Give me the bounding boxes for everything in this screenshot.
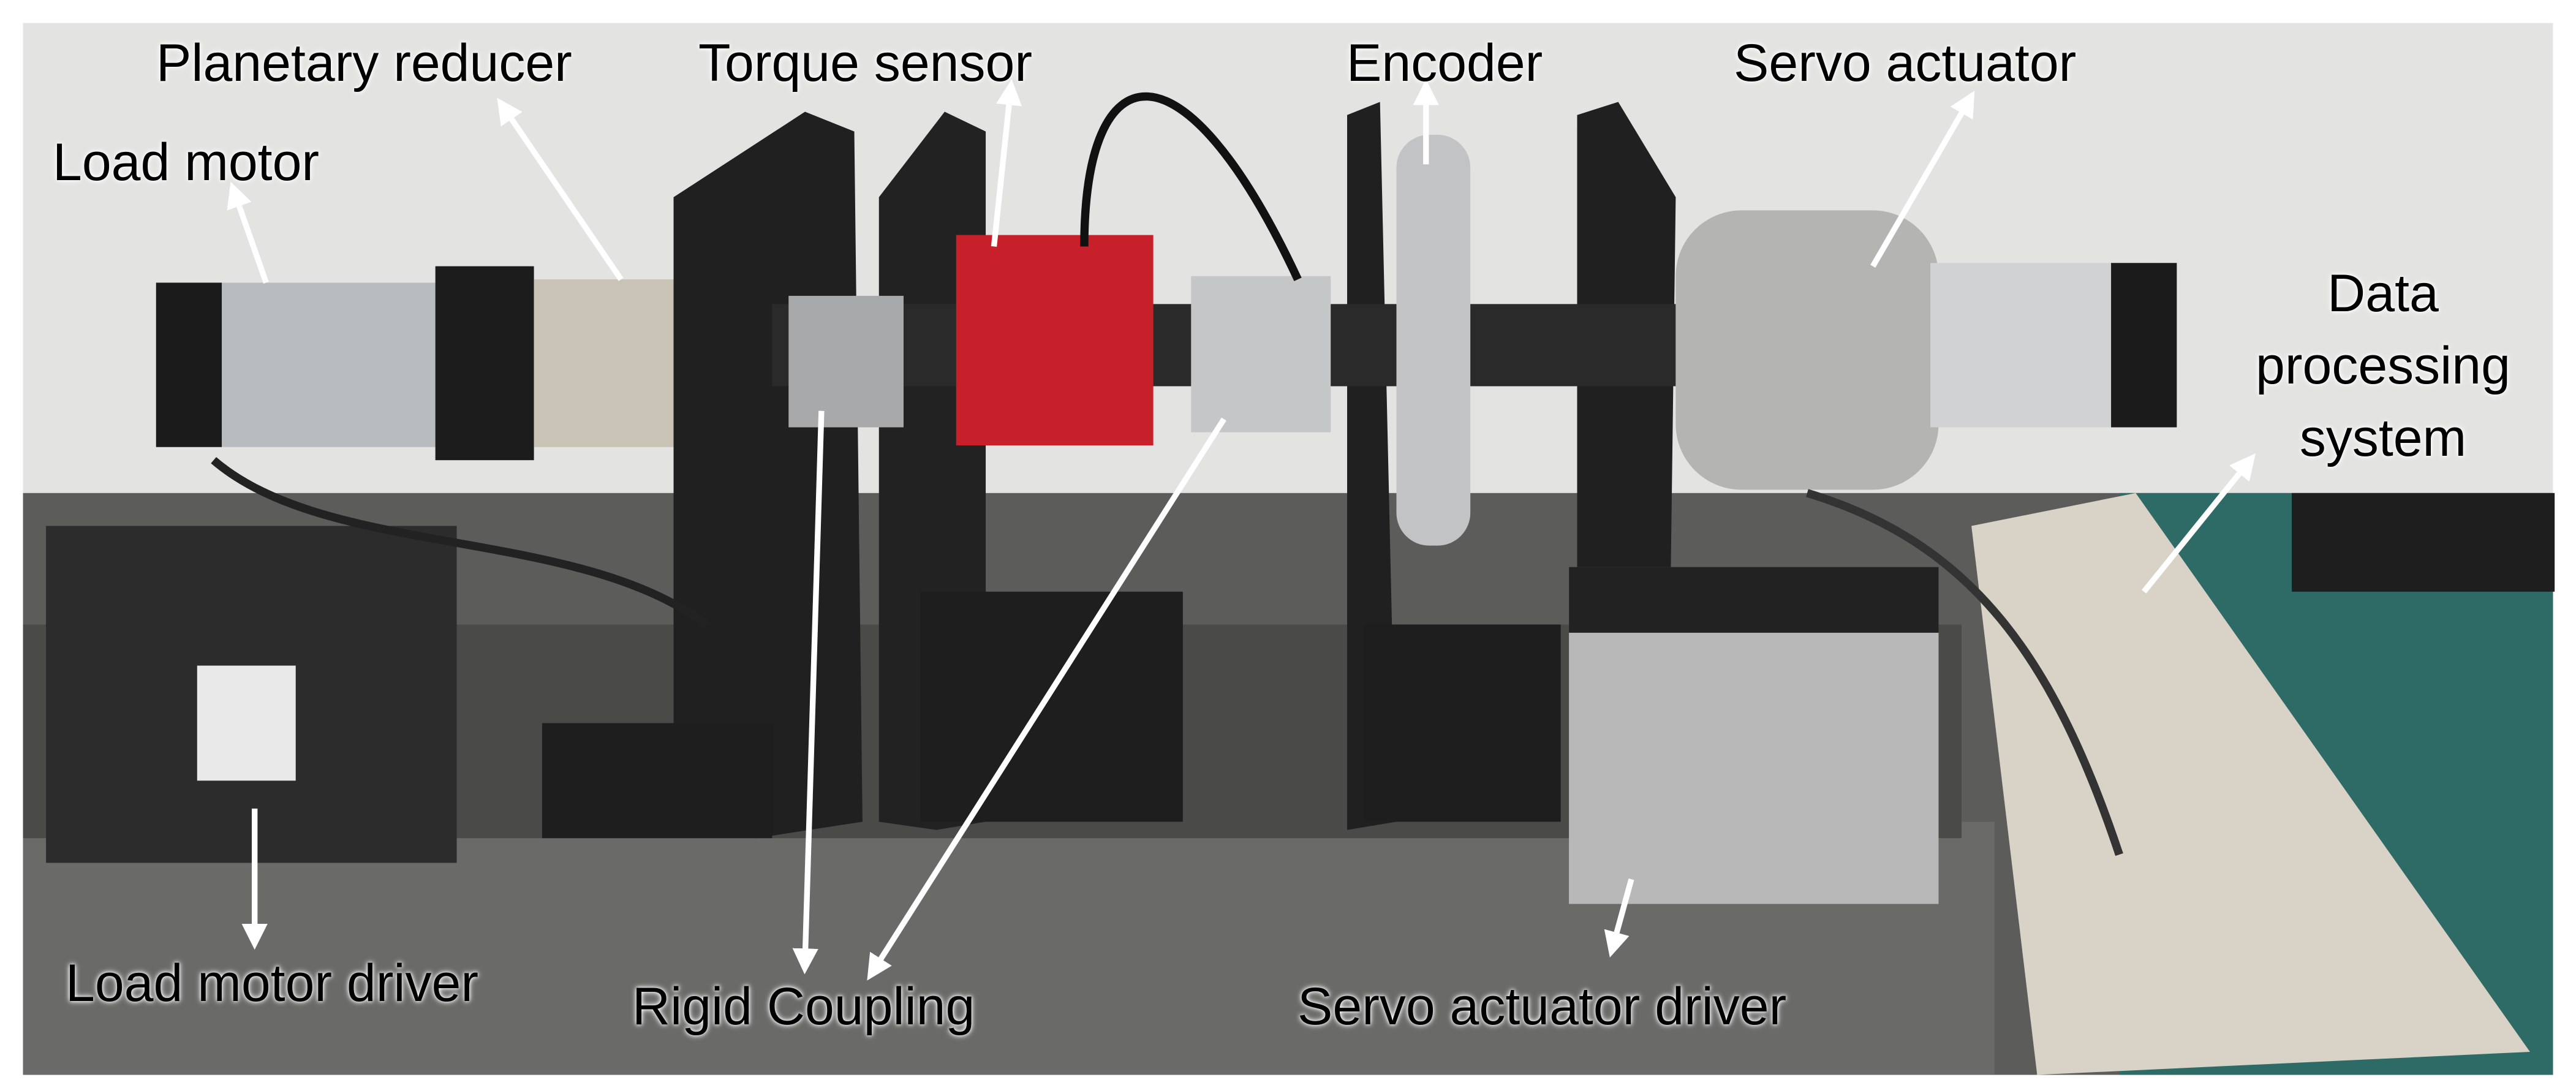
arrow-servo-actuator — [1870, 91, 1975, 268]
arrow-load-motor — [227, 181, 269, 284]
servo-actuator — [1675, 210, 1939, 490]
arrow-servo-driver — [1604, 878, 1634, 958]
label-servo-actuator-driver: Servo actuator driver — [1297, 977, 1787, 1036]
arrow-planetary-reducer — [497, 97, 624, 281]
arrow-rigid-coupling-1 — [792, 410, 825, 975]
data-processing-board — [1971, 493, 2530, 1075]
arrow-rigid-coupling-2 — [867, 417, 1226, 981]
planetary-reducer — [534, 279, 682, 447]
arrow-torque-sensor — [991, 79, 1022, 247]
label-line-system: system — [2299, 409, 2467, 467]
torque-sensor — [956, 235, 1154, 446]
keyboard — [2292, 493, 2555, 592]
rigid-coupling — [1191, 276, 1331, 433]
label-torque-sensor: Torque sensor — [698, 34, 1032, 93]
encoder — [1396, 134, 1471, 546]
label-line-processing: processing — [2256, 336, 2510, 395]
label-encoder: Encoder — [1347, 34, 1543, 93]
label-data-processing-system: Data processing system — [2205, 257, 2561, 474]
label-load-motor-driver: Load motor driver — [66, 954, 478, 1013]
label-servo-actuator: Servo actuator — [1734, 34, 2077, 93]
label-line-data: Data — [2327, 264, 2439, 323]
label-planetary-reducer: Planetary reducer — [156, 34, 572, 93]
label-rigid-coupling: Rigid Coupling — [632, 977, 975, 1036]
arrow-data-processing — [2142, 453, 2256, 594]
label-load-motor: Load motor — [53, 133, 320, 192]
